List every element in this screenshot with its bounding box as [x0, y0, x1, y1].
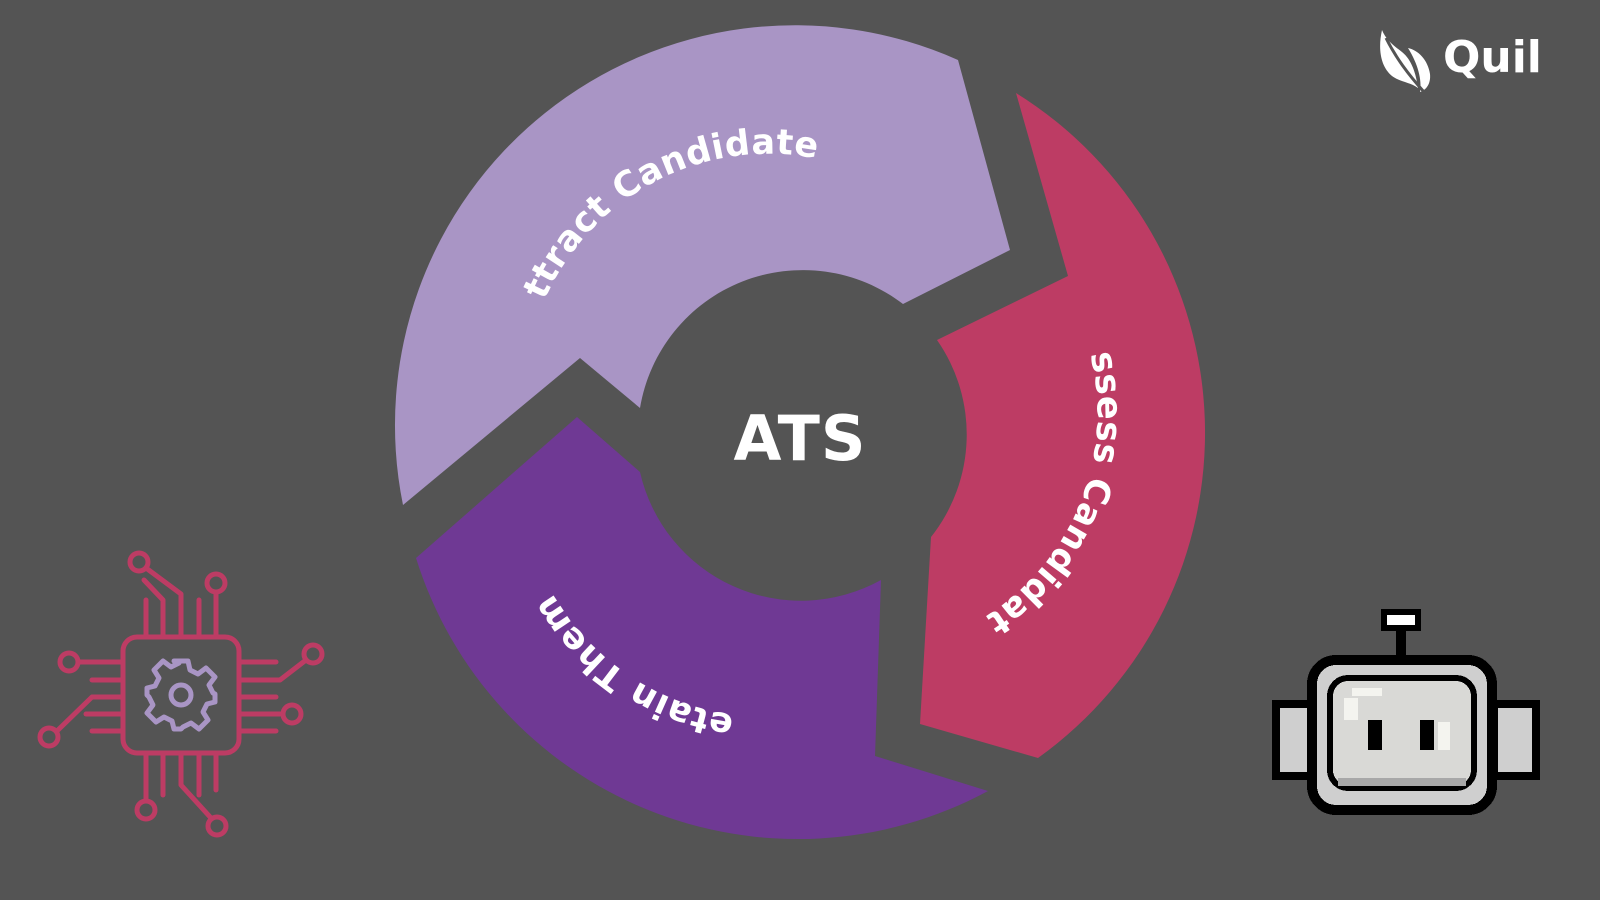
pixel-robot-icon — [1272, 609, 1540, 815]
segment-assess-candidates — [920, 93, 1206, 758]
brand-name: Quil — [1443, 32, 1542, 83]
circuit-chip-icon — [37, 550, 325, 838]
leaf-icon — [1380, 30, 1431, 93]
gear-icon — [144, 658, 218, 732]
segment-retain-them — [416, 417, 988, 840]
segment-attract-candidates — [394, 25, 1011, 505]
center-label: ATS — [733, 402, 866, 475]
brand-logo: Quil — [1380, 30, 1542, 93]
